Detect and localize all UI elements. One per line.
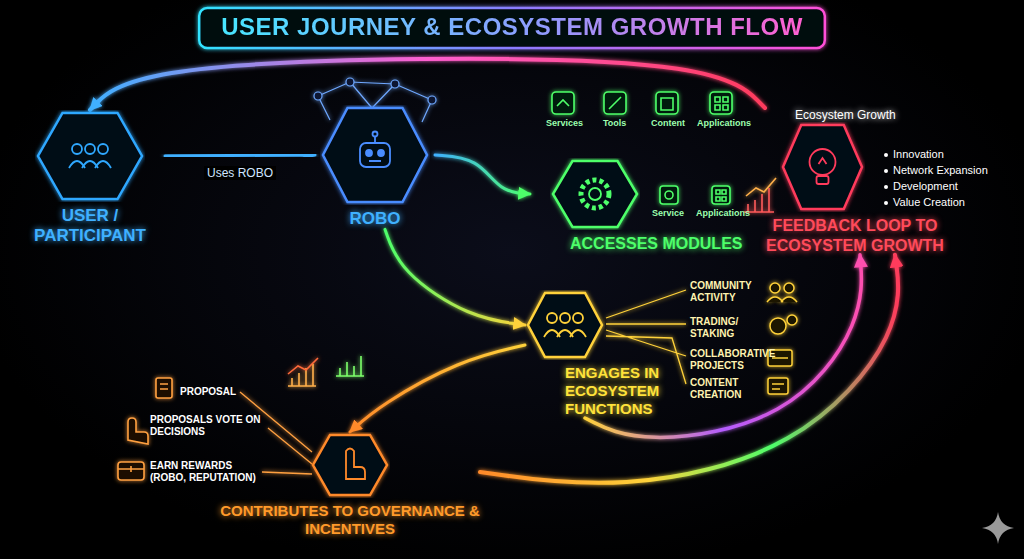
flow-connector bbox=[480, 255, 898, 483]
node-heading: Ecosystem Growth bbox=[735, 108, 975, 122]
annotation-label: Tools bbox=[603, 118, 633, 128]
node-label: ROBO bbox=[315, 209, 435, 229]
annotation-label: Development bbox=[893, 180, 1003, 193]
annotation-label: CONTENT CREATION bbox=[690, 377, 768, 400]
process-node: ACCESSES MODULES bbox=[530, 158, 760, 253]
annotation-label: Service bbox=[652, 208, 692, 218]
bullet-dots bbox=[884, 153, 888, 205]
annotation-label: COMMUNITY ACTIVITY bbox=[690, 280, 768, 303]
hexagon-outline bbox=[528, 293, 602, 357]
annotation-label: PROPOSALS VOTE ON DECISIONS bbox=[150, 414, 268, 437]
hexagon-outline bbox=[323, 108, 427, 202]
hexagon-icon bbox=[310, 432, 390, 498]
node-icon bbox=[69, 144, 111, 168]
flow-connector bbox=[350, 345, 525, 432]
annotation-label: Applications bbox=[696, 208, 756, 218]
governance-wires bbox=[240, 392, 312, 474]
hexagon-icon bbox=[320, 105, 430, 205]
node-icon bbox=[346, 449, 365, 480]
annotation-label: EARN REWARDS (ROBO, REPUTATION) bbox=[150, 460, 270, 483]
connector-label: Uses ROBO bbox=[204, 166, 276, 180]
function-icons bbox=[767, 283, 797, 394]
hexagon-icon bbox=[525, 290, 605, 360]
hexagon-icon bbox=[35, 110, 145, 202]
bar-charts bbox=[288, 178, 776, 386]
annotation-label: Content bbox=[651, 118, 691, 128]
process-node: ROBO bbox=[315, 105, 435, 229]
annotation-label: Innovation bbox=[893, 148, 1003, 161]
node-icon bbox=[360, 132, 390, 168]
flow-connector bbox=[90, 59, 765, 110]
process-node: USER / PARTICIPANT bbox=[15, 110, 165, 247]
flow-connector bbox=[435, 155, 530, 194]
process-node: ENGAGES IN ECOSYSTEM FUNCTIONS bbox=[525, 290, 695, 418]
node-label: USER / PARTICIPANT bbox=[15, 206, 165, 247]
process-node: CONTRIBUTES TO GOVERNANCE & INCENTIVES bbox=[220, 432, 480, 538]
node-icon bbox=[544, 313, 586, 337]
node-icon bbox=[810, 149, 836, 184]
hexagon-outline bbox=[38, 113, 142, 199]
hexagon-icon bbox=[550, 158, 640, 230]
diagram-title: USER JOURNEY & ECOSYSTEM GROWTH FLOW bbox=[221, 13, 803, 41]
node-icon bbox=[581, 180, 609, 208]
annotation-label: PROPOSAL bbox=[180, 386, 240, 398]
node-label: ENGAGES IN ECOSYSTEM FUNCTIONS bbox=[525, 364, 695, 418]
flow-connector bbox=[165, 155, 315, 156]
annotation-label: Services bbox=[546, 118, 586, 128]
annotation-label: Applications bbox=[697, 118, 757, 128]
flow-connector bbox=[385, 229, 525, 325]
hexagon-outline bbox=[783, 125, 862, 209]
hexagon-outline bbox=[313, 435, 387, 495]
node-label: CONTRIBUTES TO GOVERNANCE & INCENTIVES bbox=[220, 502, 480, 538]
sparkle-watermark bbox=[982, 512, 1014, 544]
hexagon-icon bbox=[780, 122, 865, 212]
annotation-label: Value Creation bbox=[893, 196, 1003, 209]
title-frame bbox=[199, 8, 825, 48]
annotation-label: COLLABORATIVE PROJECTS bbox=[690, 348, 768, 371]
hexagon-outline bbox=[553, 161, 637, 227]
annotation-label: Network Expansion bbox=[893, 164, 1003, 177]
annotation-label: TRADING/ STAKING bbox=[690, 316, 768, 339]
node-label: ACCESSES MODULES bbox=[530, 234, 760, 253]
node-label: FEEDBACK LOOP TO ECOSYSTEM GROWTH bbox=[735, 216, 975, 254]
